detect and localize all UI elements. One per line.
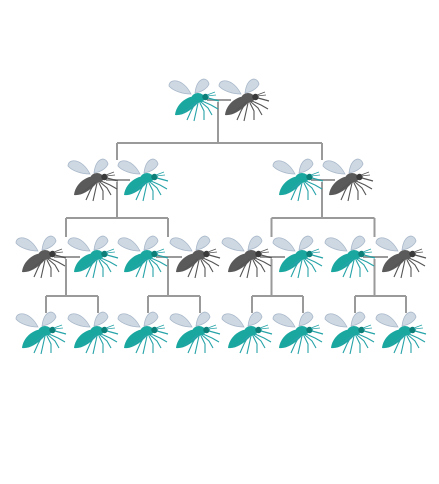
teal-mosquito-icon: [222, 312, 272, 354]
connector-lines: [46, 100, 406, 313]
teal-mosquito-icon: [68, 312, 118, 354]
teal-mosquito-icon: [273, 312, 323, 354]
teal-mosquito-icon: [325, 312, 375, 354]
teal-mosquito-icon: [170, 312, 220, 354]
teal-mosquito-icon: [118, 312, 168, 354]
teal-mosquito-icon: [16, 312, 66, 354]
mosquito-nodes: [16, 79, 426, 354]
teal-mosquito-icon: [376, 312, 426, 354]
